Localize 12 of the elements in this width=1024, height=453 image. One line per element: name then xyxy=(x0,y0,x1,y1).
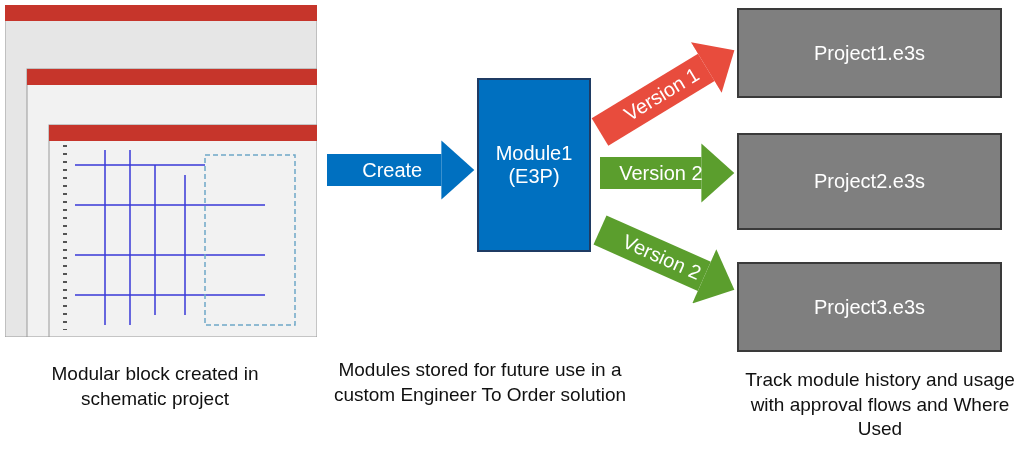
process-box: Project2.e3s xyxy=(737,133,1002,230)
block-arrow xyxy=(593,215,735,304)
process-box: Project1.e3s xyxy=(737,8,1002,98)
caption: Modular block created in schematic project xyxy=(50,362,260,411)
process-box: Project3.e3s xyxy=(737,262,1002,352)
edge-label: Version 2 xyxy=(619,161,703,185)
block-arrow xyxy=(327,140,475,200)
caption: Track module history and usage with approval flows and Where Used xyxy=(744,368,1016,442)
block-arrow xyxy=(591,42,735,146)
caption: Modules stored for future use in a custom Engineer To Order solution xyxy=(332,358,628,407)
process-box: Module1 (E3P) xyxy=(477,78,591,252)
edge-label: Create xyxy=(362,158,423,182)
